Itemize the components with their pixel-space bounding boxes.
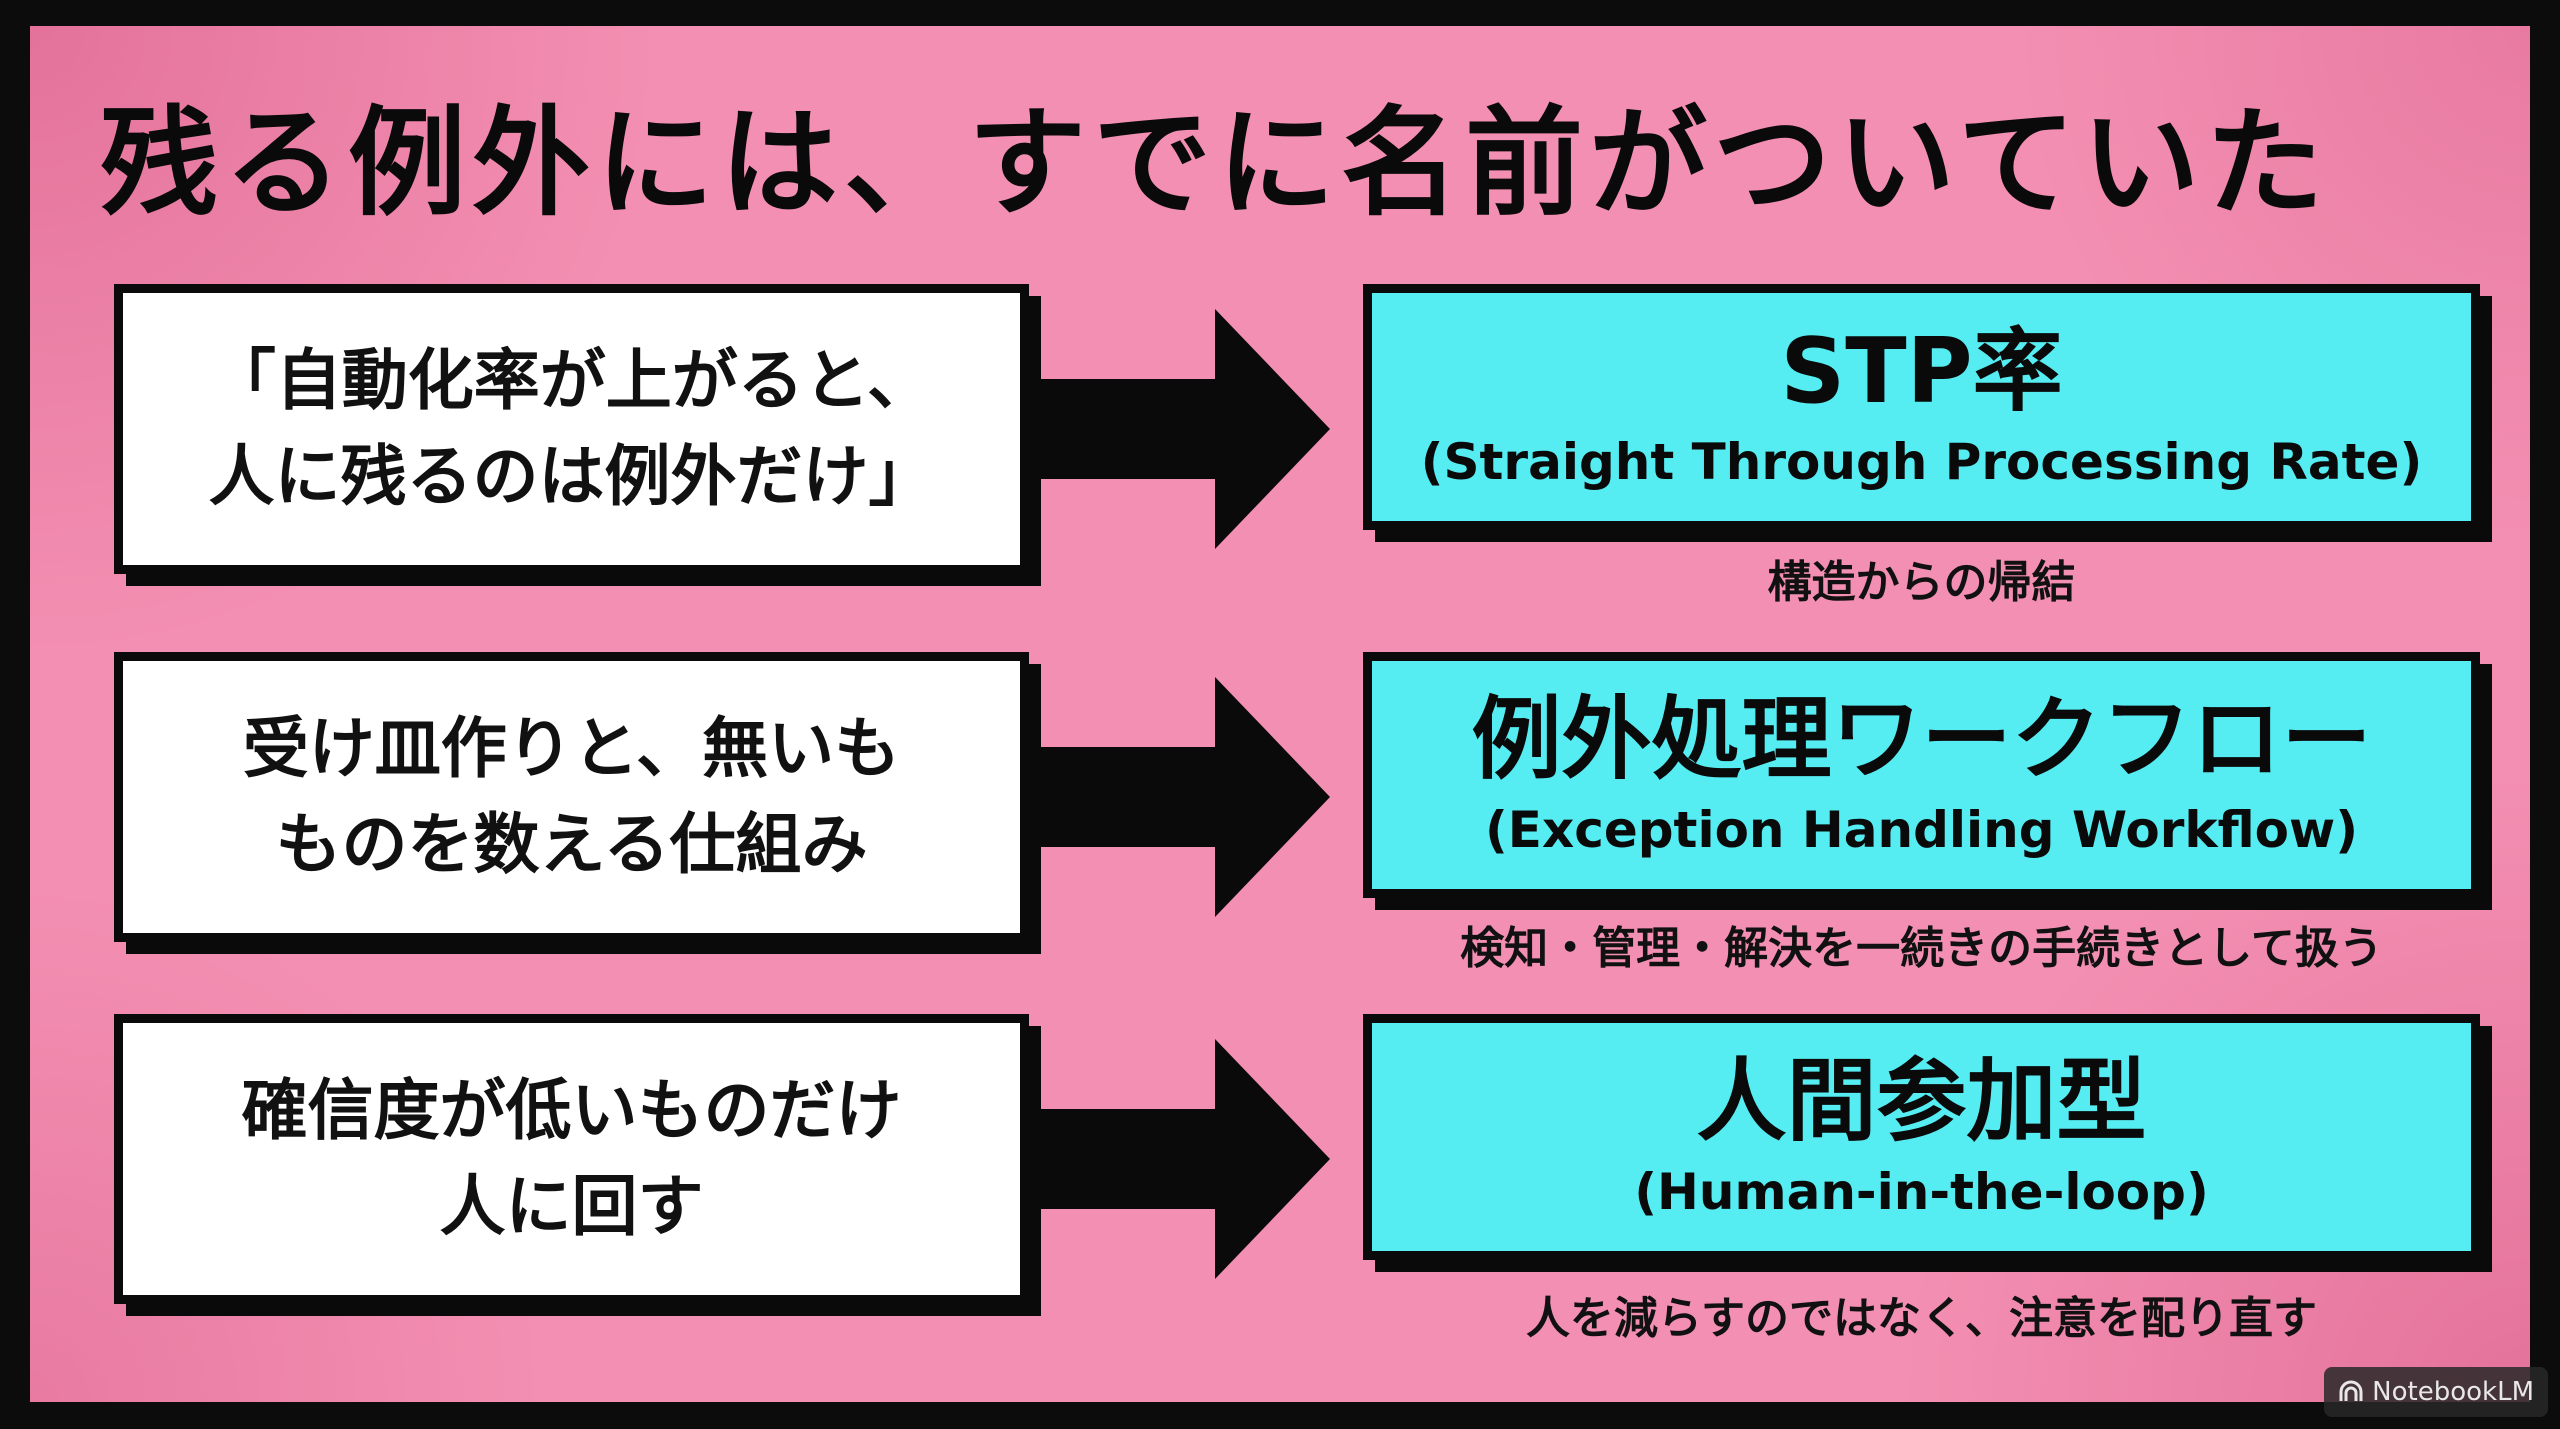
term-name-3: 人間参加型 [1696, 1049, 2147, 1154]
statement-text-1: 「自動化率が上がると、 人に残るのは例外だけ」 [208, 342, 935, 515]
term-name-1: STP率 [1780, 319, 2063, 424]
term-box-2: 例外処理ワークフロー (Exception Handling Workflow) [1363, 652, 2480, 898]
term-name-2: 例外処理ワークフロー [1471, 687, 2372, 792]
term-note-3: 人を減らすのではなく、注意を配り直す [1525, 1293, 2318, 1344]
term-english-3: (Human-in-the-loop) [1634, 1163, 2209, 1221]
slide-title: 残る例外には、すでに名前がついていた [100, 94, 2330, 232]
term-english-2: (Exception Handling Workflow) [1484, 801, 2359, 859]
statement-text-2: 受け皿作りと、無いも ものを数える仕組み [242, 710, 901, 883]
term-note-2: 検知・管理・解決を一続きの手続きとして扱う [1460, 923, 2383, 974]
term-box-3: 人間参加型 (Human-in-the-loop) [1363, 1014, 2480, 1260]
notebooklm-logo-icon [2339, 1380, 2363, 1401]
term-english-1: (Straight Through Processing Rate) [1420, 433, 2423, 491]
statement-box-3: 確信度が低いものだけ 人に回す [114, 1014, 1029, 1304]
statement-text-3: 確信度が低いものだけ 人に回す [241, 1072, 902, 1245]
slide: 残る例外には、すでに名前がついていた 「自動化率が上がると、 人に残るのは例外だ… [30, 26, 2530, 1402]
statement-box-2: 受け皿作りと、無いも ものを数える仕組み [114, 652, 1029, 942]
badge-label: NotebookLM [2372, 1377, 2534, 1407]
notebooklm-badge: NotebookLM [2324, 1367, 2548, 1417]
term-note-1: 構造からの帰結 [1767, 557, 2076, 608]
term-box-1: STP率 (Straight Through Processing Rate) [1363, 284, 2480, 530]
right-arrow-icon [1030, 1039, 1330, 1279]
statement-box-1: 「自動化率が上がると、 人に残るのは例外だけ」 [114, 284, 1029, 574]
right-arrow-icon [1030, 677, 1330, 917]
right-arrow-icon [1030, 309, 1330, 549]
